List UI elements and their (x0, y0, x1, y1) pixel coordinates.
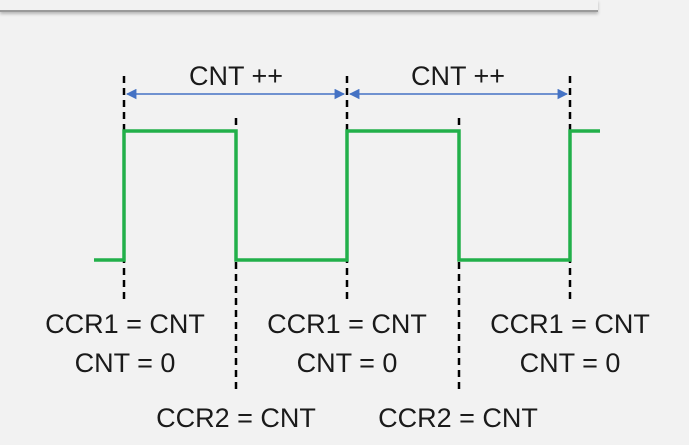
ccr2-capture-label-1: CCR2 = CNT (156, 403, 316, 433)
ccr2-capture-label-2: CCR2 = CNT (378, 403, 538, 433)
pwm-signal (94, 129, 600, 262)
ccr1-capture-label-2: CCR1 = CNT (267, 309, 427, 339)
ccr1-reset-label-2: CNT = 0 (297, 348, 398, 378)
ccr1-capture-label-1: CCR1 = CNT (45, 309, 205, 339)
ccr1-reset-label-1: CNT = 0 (75, 348, 176, 378)
counter-label-1: CNT ++ (189, 61, 283, 91)
ccr1-reset-label-3: CNT = 0 (520, 348, 621, 378)
counter-label-2: CNT ++ (411, 61, 505, 91)
top-panel-edge (0, 0, 598, 12)
ccr1-capture-label-3: CCR1 = CNT (490, 309, 650, 339)
